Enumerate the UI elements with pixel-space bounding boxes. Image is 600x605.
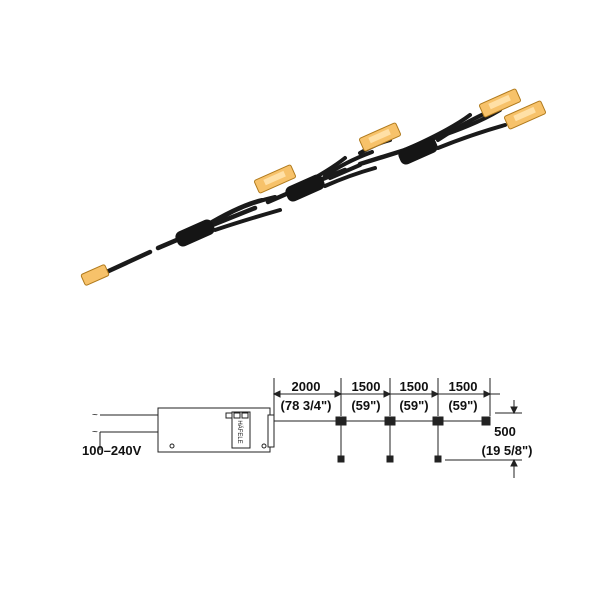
brand-label: HÄFELE — [236, 420, 243, 443]
voltage-label: 100–240V — [82, 443, 142, 458]
dim-arrow-end — [483, 390, 492, 398]
driver-port-3 — [241, 412, 249, 419]
drop-arrow-top — [510, 406, 518, 415]
dim-4-mm: 1500 — [449, 379, 478, 394]
output-connector-3 — [479, 88, 521, 118]
end-connector — [481, 416, 491, 426]
cable-illustration — [80, 88, 546, 286]
dim-arrow-4 — [431, 390, 440, 398]
driver-screw-1 — [169, 443, 175, 449]
ac-symbol-top: ~ — [92, 410, 98, 421]
technical-drawing — [99, 378, 522, 478]
driver-box — [157, 407, 271, 453]
driver-port-2 — [233, 412, 241, 419]
dim-arrow-2 — [334, 390, 343, 398]
driver-output-jack — [267, 414, 275, 448]
output-connector-2 — [359, 122, 401, 152]
dim-3-mm: 1500 — [400, 379, 429, 394]
dim-3-inch: (59") — [399, 398, 428, 413]
output-connector-4 — [504, 100, 546, 130]
dim-2-mm: 1500 — [352, 379, 381, 394]
dim-1-inch: (78 3/4") — [281, 398, 332, 413]
dim-1-mm: 2000 — [292, 379, 321, 394]
input-plug — [80, 264, 110, 286]
ac-symbol-bottom: ~ — [92, 427, 98, 438]
drop-arrow-bottom — [510, 458, 518, 467]
driver-label-plate — [231, 411, 251, 449]
dim-arrow-3 — [383, 390, 392, 398]
driver-port-1 — [225, 412, 233, 419]
splitter-2 — [285, 150, 377, 202]
drop-3 — [432, 416, 444, 463]
drop-2 — [384, 416, 396, 463]
dim-4-inch: (59") — [448, 398, 477, 413]
drop-dim-inch: (19 5/8") — [482, 443, 533, 458]
drop-1 — [335, 416, 347, 463]
output-connector-1 — [254, 164, 296, 194]
driver-screw-2 — [261, 443, 267, 449]
drop-dim-mm: 500 — [494, 424, 516, 439]
dim-arrow-start — [272, 390, 281, 398]
dim-2-inch: (59") — [351, 398, 380, 413]
splitter-1 — [175, 195, 282, 247]
splitter-3 — [398, 110, 507, 165]
